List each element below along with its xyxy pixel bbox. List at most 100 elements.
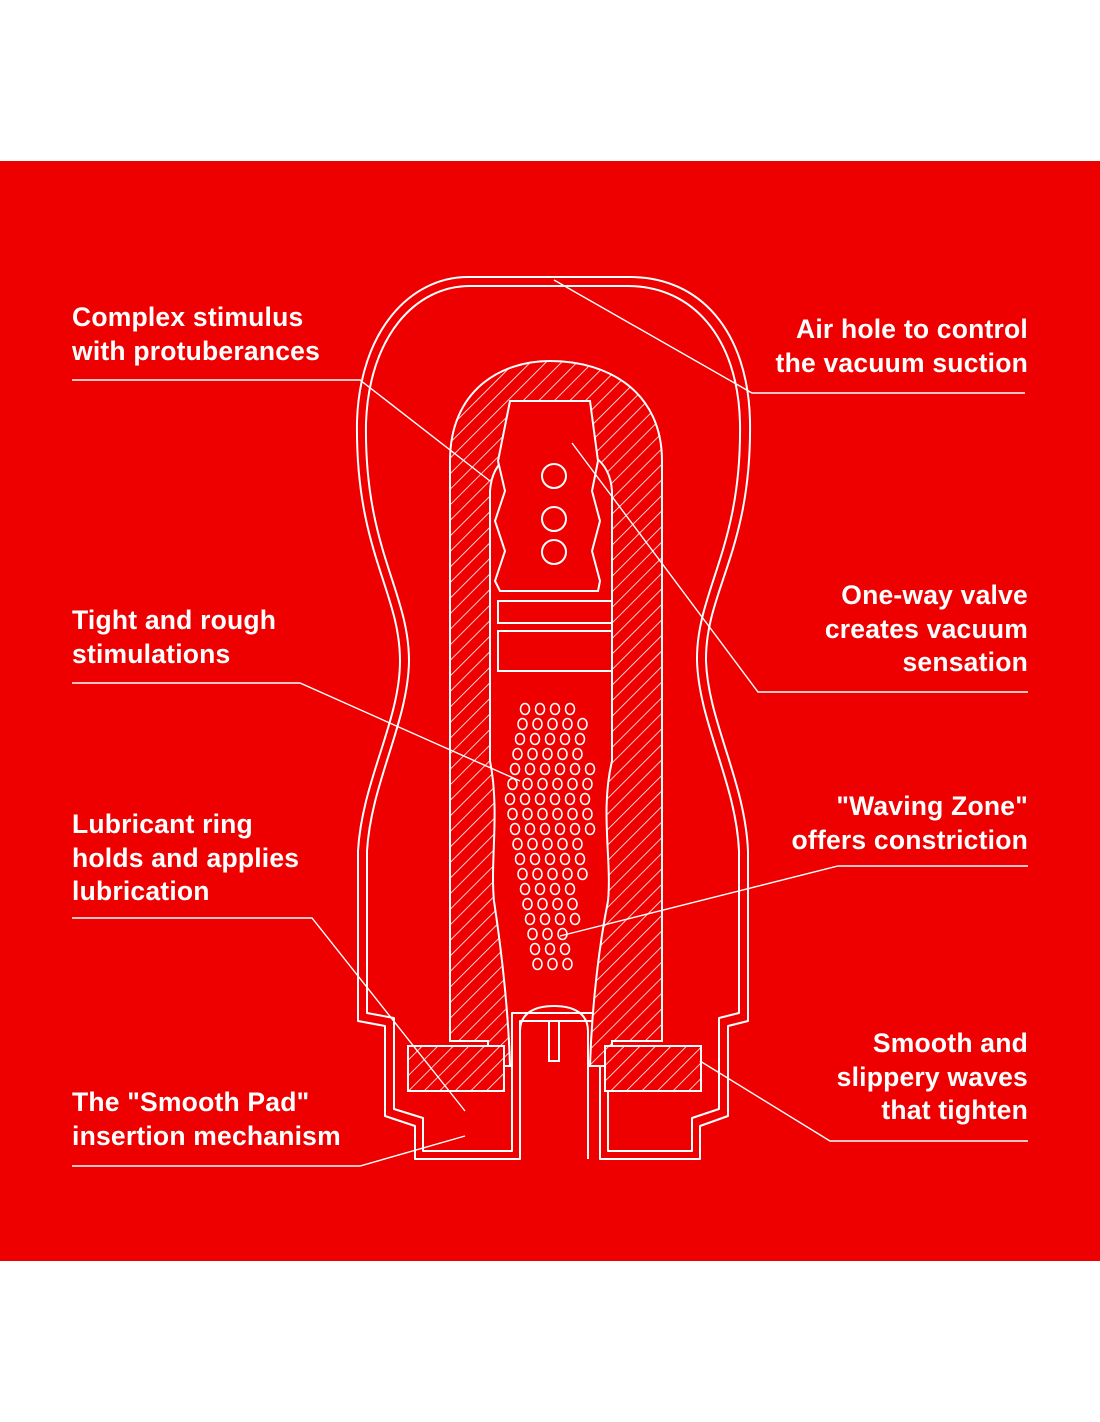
- texture-dot: [554, 912, 566, 926]
- texture-dot: [562, 867, 573, 881]
- texture-dot: [552, 807, 563, 821]
- texture-dot: [577, 717, 588, 731]
- texture-dot: [549, 882, 561, 896]
- texture-dot: [532, 957, 543, 971]
- texture-dot: [537, 807, 548, 821]
- texture-dot: [552, 897, 563, 911]
- texture-dot: [569, 762, 581, 776]
- inner-sleeve: [449, 359, 663, 1067]
- texture-dot: [542, 927, 553, 941]
- texture-dot: [539, 822, 551, 836]
- texture-dot: [529, 942, 541, 956]
- texture-dot: [532, 717, 543, 731]
- texture-dot: [567, 897, 578, 911]
- center-post: [519, 1004, 589, 1159]
- texture-dot: [564, 702, 576, 716]
- texture-dot: [554, 762, 566, 776]
- lubricant-ring-left: [407, 1045, 505, 1092]
- texture-dot: [569, 912, 581, 926]
- texture-dot: [504, 792, 516, 806]
- label-smooth-pad: The "Smooth Pad" insertion mechanism: [72, 1087, 341, 1151]
- texture-dot: [584, 822, 596, 836]
- texture-dot: [537, 777, 548, 791]
- texture-dot: [539, 762, 551, 776]
- texture-dot: [582, 777, 593, 791]
- texture-dot: [507, 777, 518, 791]
- texture-dot: [527, 747, 538, 761]
- label-one-way-valve: One-way valve creates vacuum sensation: [824, 580, 1028, 677]
- texture-dot: [507, 807, 518, 821]
- texture-dot: [554, 822, 566, 836]
- texture-dot: [514, 852, 526, 866]
- texture-dot: [534, 792, 546, 806]
- texture-dot: [572, 837, 583, 851]
- texture-dot: [569, 822, 581, 836]
- texture-dot: [514, 732, 526, 746]
- texture-dot: [512, 747, 523, 761]
- texture-dot: [539, 912, 551, 926]
- texture-dot: [572, 747, 583, 761]
- texture-dot: [529, 732, 541, 746]
- outer-shell: [355, 276, 752, 1160]
- texture-dot: [524, 822, 536, 836]
- label-lubricant-ring: Lubricant ring holds and applies lubrica…: [72, 809, 300, 906]
- texture-dot: [564, 792, 576, 806]
- texture-dot: [574, 732, 586, 746]
- texture-dot: [509, 822, 521, 836]
- texture-dot: [559, 852, 571, 866]
- texture-dot: [562, 957, 573, 971]
- label-tight-rough: Tight and rough stimulations: [72, 605, 277, 669]
- texture-dot: [577, 867, 588, 881]
- texture-dot: [532, 867, 543, 881]
- inner-channel: [493, 400, 602, 592]
- texture-dot: [557, 747, 568, 761]
- valve-block-2: [497, 630, 613, 672]
- texture-dot: [517, 717, 528, 731]
- lubricant-ring-right: [604, 1045, 702, 1092]
- valve-block-1: [497, 600, 613, 624]
- texture-dot: [564, 882, 576, 896]
- texture-dot: [527, 837, 538, 851]
- texture-dot: [534, 882, 546, 896]
- texture-dot: [547, 867, 558, 881]
- texture-dot: [549, 702, 561, 716]
- texture-dot: [549, 792, 561, 806]
- texture-dot: [567, 807, 578, 821]
- texture-dot: [584, 762, 596, 776]
- texture-dot: [529, 852, 541, 866]
- texture-dot: [562, 717, 573, 731]
- label-smooth-waves: Smooth and slippery waves that tighten: [836, 1028, 1028, 1125]
- texture-dot: [557, 837, 568, 851]
- texture-dot: [512, 837, 523, 851]
- texture-dot: [559, 942, 571, 956]
- texture-dot: [524, 912, 536, 926]
- texture-dot: [522, 807, 533, 821]
- texture-dot: [544, 732, 556, 746]
- texture-dot: [527, 927, 538, 941]
- texture-dot: [544, 942, 556, 956]
- leader-lines: [72, 279, 1028, 1167]
- texture-dot: [542, 837, 553, 851]
- texture-dot: [517, 867, 528, 881]
- air-holes: [541, 463, 567, 565]
- diagram-panel: Complex stimulus with protuberances Tigh…: [0, 161, 1100, 1261]
- texture-dot: [567, 777, 578, 791]
- texture-dot: [544, 852, 556, 866]
- texture-dot: [574, 852, 586, 866]
- label-waving-zone: "Waving Zone" offers constriction: [791, 791, 1028, 855]
- texture-dots: [504, 702, 596, 971]
- texture-dot: [542, 747, 553, 761]
- texture-dot: [547, 717, 558, 731]
- post-slot: [548, 1021, 560, 1062]
- texture-dot: [522, 777, 533, 791]
- cup-cross-section: [0, 161, 1100, 1261]
- texture-dot: [582, 807, 593, 821]
- texture-dot: [579, 792, 591, 806]
- label-complex-stimulus: Complex stimulus with protuberances: [72, 302, 321, 366]
- texture-dot: [509, 762, 521, 776]
- texture-dot: [519, 792, 531, 806]
- label-air-hole: Air hole to control the vacuum suction: [775, 314, 1028, 378]
- texture-dot: [537, 897, 548, 911]
- texture-dot: [547, 957, 558, 971]
- texture-dot: [559, 732, 571, 746]
